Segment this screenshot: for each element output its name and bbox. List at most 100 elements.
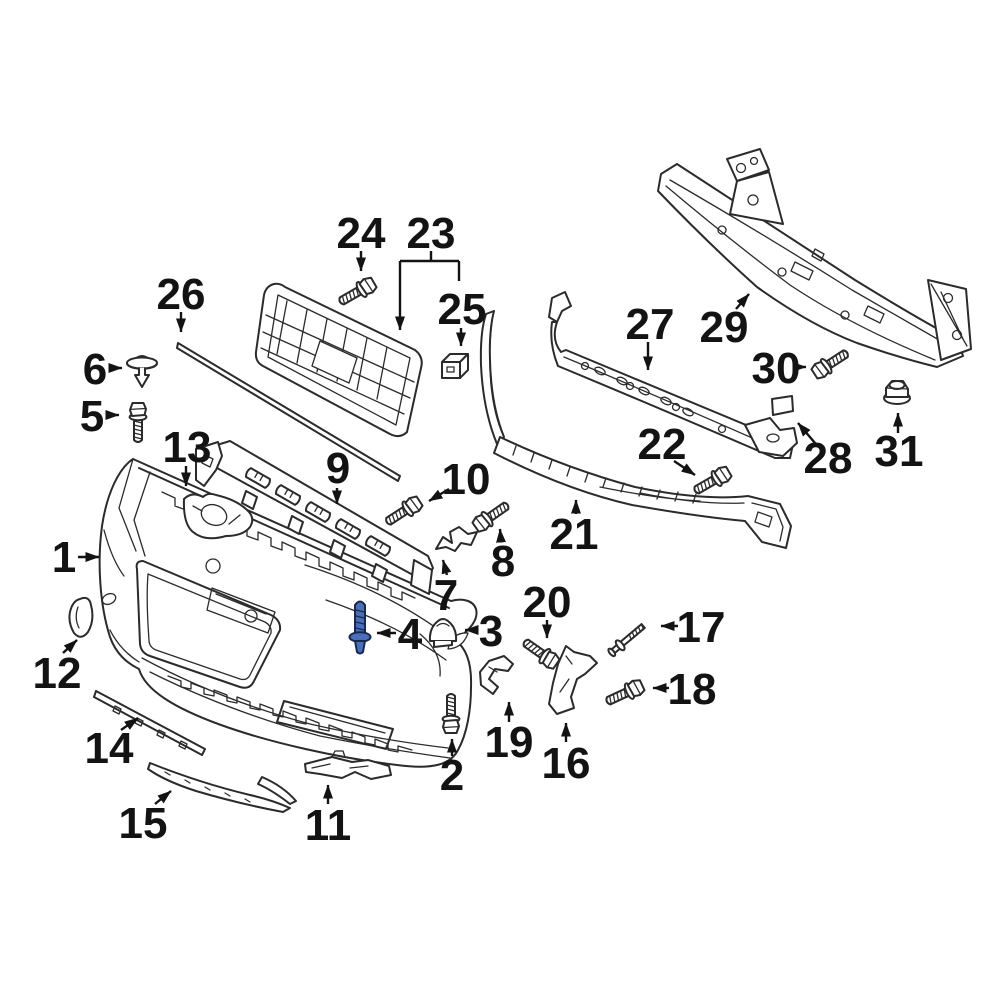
leader-line-8 — [496, 528, 507, 543]
callout-label-12: 12 — [33, 649, 82, 698]
part-reinforcement-beam — [657, 148, 972, 368]
callout-label-27: 27 — [626, 300, 675, 349]
callout-label-24: 24 — [337, 209, 386, 258]
part-upper-molding-strip — [176, 342, 401, 482]
callout-label-26: 26 — [157, 270, 206, 319]
callout-5[interactable]: 5 — [80, 392, 120, 441]
callout-28[interactable]: 28 — [797, 422, 853, 483]
part-lower-rail — [548, 291, 798, 459]
part-clip-3 — [428, 618, 458, 648]
callout-label-15: 15 — [119, 799, 168, 848]
callout-13[interactable]: 13 — [163, 423, 212, 487]
part-pad — [771, 395, 794, 416]
callout-label-22: 22 — [638, 420, 687, 469]
part-lower-support — [479, 310, 792, 549]
callout-label-7: 7 — [434, 571, 458, 620]
callout-27[interactable]: 27 — [626, 300, 675, 371]
callout-label-4: 4 — [398, 610, 423, 659]
callout-label-21: 21 — [550, 510, 599, 559]
callouts: 1 2 3 4 5 6 7 8 9 10 11 12 13 14 15 16 1… — [33, 209, 924, 850]
callout-label-11: 11 — [305, 801, 352, 850]
callout-17[interactable]: 17 — [660, 603, 726, 652]
part-tow-hook-cover — [68, 596, 94, 638]
callout-label-29: 29 — [700, 303, 749, 352]
callout-label-3: 3 — [479, 607, 503, 656]
leader-line-10 — [428, 487, 450, 503]
callout-16[interactable]: 16 — [542, 722, 591, 788]
leader-line-29 — [735, 293, 750, 310]
callout-3[interactable]: 3 — [464, 607, 503, 656]
callout-label-16: 16 — [542, 739, 591, 788]
callout-label-8: 8 — [491, 537, 515, 586]
part-bolt-10 — [381, 493, 426, 531]
part-molding-strip-15 — [147, 762, 297, 813]
part-grille — [254, 282, 423, 438]
part-bolt-20 — [518, 633, 563, 673]
callout-26[interactable]: 26 — [157, 270, 206, 333]
part-bracket-19 — [479, 655, 514, 695]
callout-14[interactable]: 14 — [85, 717, 139, 773]
callout-label-17: 17 — [677, 603, 726, 652]
callout-4[interactable]: 4 — [376, 610, 423, 659]
callout-label-5: 5 — [80, 392, 104, 441]
callout-30[interactable]: 30 — [752, 344, 807, 393]
callout-7[interactable]: 7 — [434, 559, 458, 620]
part-clip-7 — [435, 526, 478, 552]
callout-31[interactable]: 31 — [875, 412, 924, 476]
callout-23[interactable]: 23 — [400, 209, 461, 330]
part-clip-25 — [441, 353, 469, 379]
part-highlighted-bolt-4[interactable] — [348, 600, 372, 655]
callout-25[interactable]: 25 — [438, 285, 487, 347]
callout-10[interactable]: 10 — [428, 455, 491, 504]
part-bolt-18 — [602, 676, 647, 711]
callout-label-9: 9 — [326, 444, 350, 493]
callout-label-18: 18 — [668, 665, 717, 714]
callout-label-19: 19 — [485, 718, 534, 767]
callout-label-1: 1 — [52, 533, 76, 582]
part-molding-strip-14 — [93, 690, 206, 756]
callout-6[interactable]: 6 — [83, 345, 123, 394]
leader-line-12 — [62, 639, 78, 654]
leader-line-7 — [441, 559, 452, 576]
part-clip-6 — [126, 355, 158, 388]
part-stud-17 — [607, 623, 646, 658]
callout-8[interactable]: 8 — [491, 528, 515, 586]
callout-label-25: 25 — [438, 285, 487, 334]
callout-12[interactable]: 12 — [33, 639, 82, 698]
callout-22[interactable]: 22 — [638, 420, 696, 476]
callout-15[interactable]: 15 — [119, 790, 172, 848]
leader-line-28 — [797, 422, 816, 444]
callout-label-13: 13 — [163, 423, 212, 472]
part-nut-31 — [883, 380, 911, 405]
callout-29[interactable]: 29 — [700, 293, 750, 352]
part-bolt-24 — [334, 274, 379, 311]
callout-label-31: 31 — [875, 427, 924, 476]
leader-line-22 — [673, 460, 696, 476]
callout-label-28: 28 — [804, 434, 853, 483]
callout-label-23: 23 — [407, 209, 456, 258]
callout-20[interactable]: 20 — [523, 578, 572, 639]
callout-label-10: 10 — [442, 455, 491, 504]
callout-11[interactable]: 11 — [305, 784, 352, 850]
leader-line-15 — [154, 790, 172, 805]
part-bumper-cover — [98, 458, 478, 768]
callout-19[interactable]: 19 — [485, 701, 534, 767]
part-bracket-11 — [304, 750, 392, 780]
callout-24[interactable]: 24 — [337, 209, 386, 272]
part-bracket-16 — [548, 645, 598, 715]
part-bolt-22 — [689, 463, 734, 500]
callout-9[interactable]: 9 — [326, 444, 350, 505]
callout-1[interactable]: 1 — [52, 533, 100, 582]
callout-21[interactable]: 21 — [550, 499, 599, 559]
callout-2[interactable]: 2 — [440, 738, 464, 800]
callout-label-20: 20 — [523, 578, 572, 627]
callout-18[interactable]: 18 — [652, 665, 717, 714]
part-upper-cover-emblem — [182, 492, 254, 540]
callout-label-14: 14 — [85, 724, 134, 773]
leader-line-14 — [120, 717, 139, 731]
part-bolt-30 — [808, 344, 853, 382]
leader-line-23 — [400, 251, 461, 330]
part-bolt-5 — [128, 402, 148, 443]
